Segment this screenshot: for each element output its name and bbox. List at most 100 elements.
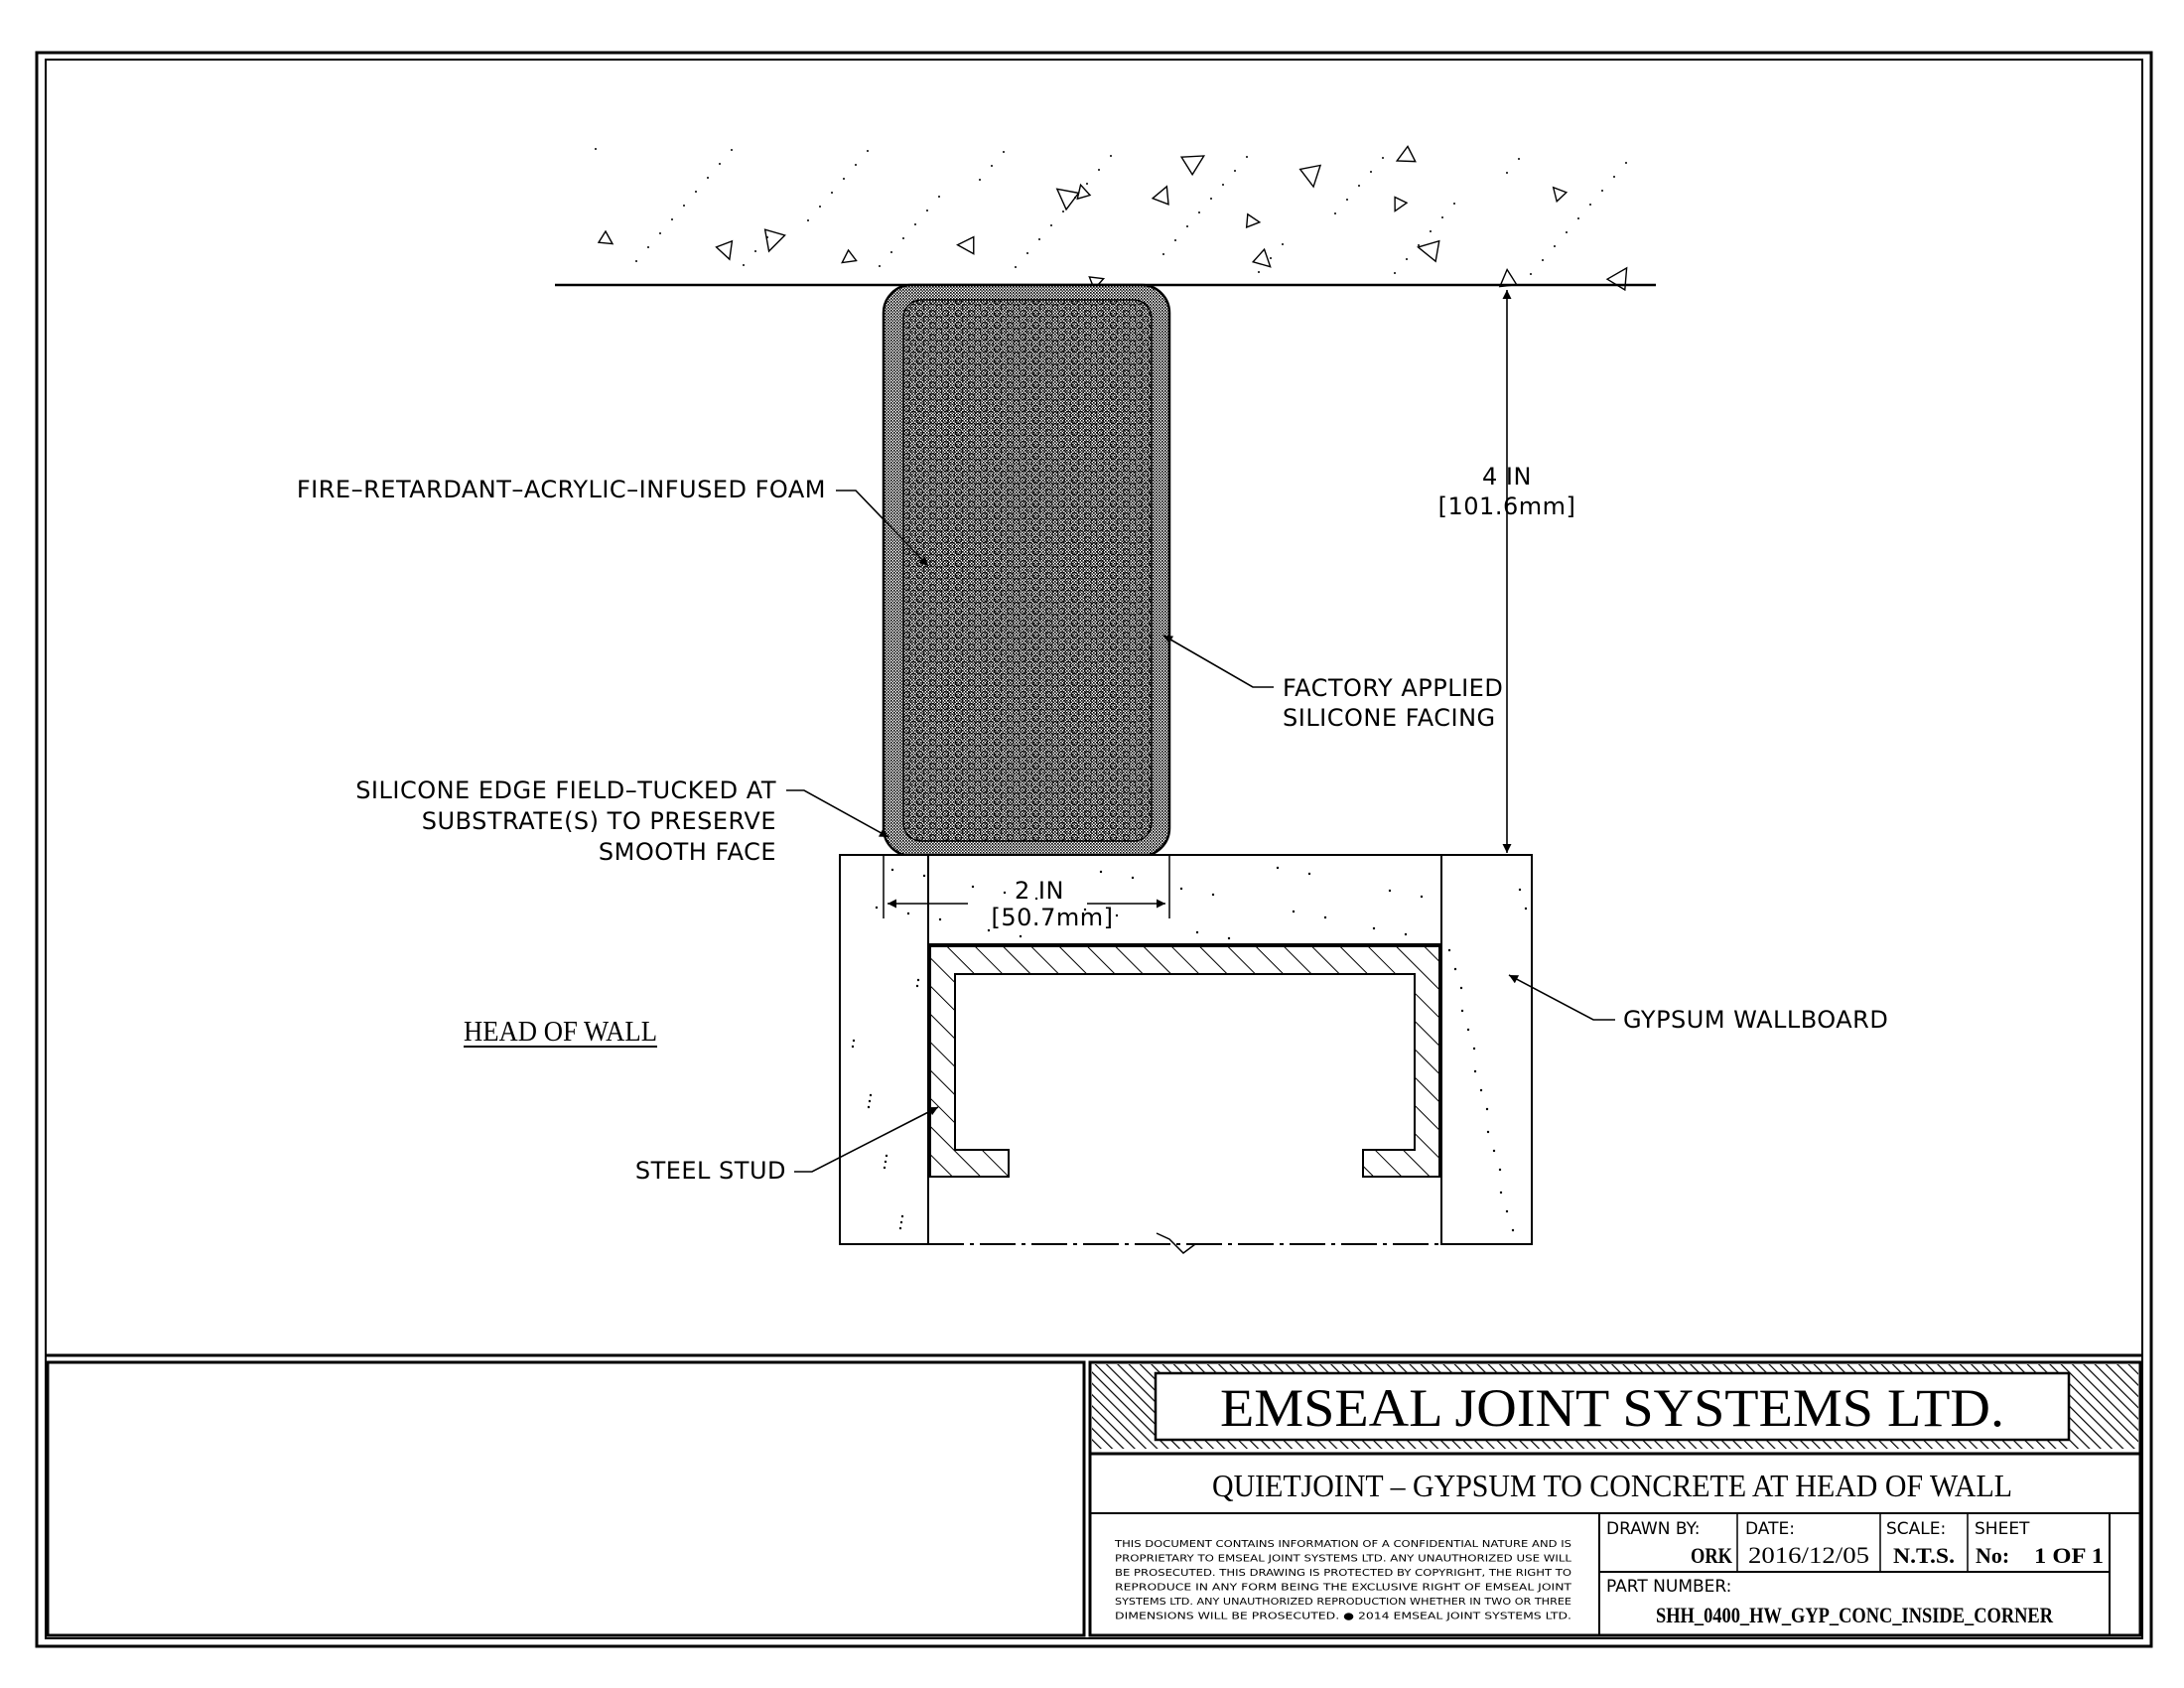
aggregate-speck — [1406, 258, 1408, 260]
gypsum-speck — [1083, 908, 1087, 912]
aggregate-stone — [715, 239, 734, 261]
inner-border — [45, 59, 2143, 1639]
gypsum-speck — [1518, 888, 1522, 892]
break-line — [1156, 1232, 1196, 1254]
aggregate-speck — [867, 150, 869, 152]
gypsum-speck — [1460, 1009, 1464, 1013]
gypsum-speck — [868, 1099, 872, 1103]
aggregate-speck — [1234, 170, 1236, 172]
gypsum-speck — [922, 874, 926, 878]
aggregate-stone — [1395, 145, 1417, 163]
gypsum-speck — [1099, 870, 1103, 874]
aggregate-stone — [1251, 247, 1272, 268]
aggregate-speck — [719, 163, 721, 165]
steel-stud — [929, 945, 1440, 1178]
gypsum-speck — [1473, 1069, 1477, 1073]
aggregate-speck — [1453, 203, 1455, 205]
aggregate-stone — [1394, 196, 1409, 212]
gypsum-speck — [1131, 876, 1135, 880]
aggregate-speck — [1210, 198, 1212, 200]
title-block: EMSEAL JOINT SYSTEMS LTD. QUIETJOINT – G… — [1088, 1360, 2142, 1637]
aggregate-stone — [1151, 185, 1169, 206]
dim-width-mm: [50.7mm] — [992, 904, 1114, 931]
aggregate-speck — [1186, 225, 1188, 227]
dim-height-mm: [101.6mm] — [1438, 492, 1576, 520]
disclaimer-line: BE PROSECUTED. THIS DRAWING IS PROTECTED… — [1115, 1568, 1572, 1579]
label-foam: FIRE–RETARDANT–ACRYLIC–INFUSED FOAM — [297, 476, 826, 503]
gypsum-speck — [900, 1214, 904, 1218]
gypsum-speck — [899, 1220, 903, 1224]
label-edge-2: SUBSTRATE(S) TO PRESERVE — [422, 807, 776, 835]
aggregate-speck — [659, 232, 661, 234]
aggregate-speck — [1062, 211, 1064, 212]
aggregate-speck — [1370, 171, 1372, 173]
gypsum-speck — [1276, 866, 1280, 870]
gypsum-speck — [971, 885, 975, 889]
callout-edge: SILICONE EDGE FIELD–TUCKED AT SUBSTRATE(… — [355, 776, 889, 866]
aggregate-speck — [1518, 158, 1520, 160]
gypsum-speck — [1019, 934, 1023, 938]
aggregate-speck — [902, 237, 904, 239]
aggregate-speck — [1003, 151, 1005, 153]
aggregate-speck — [683, 205, 685, 207]
gypsum-speck — [987, 928, 991, 932]
aggregate-stone — [1179, 155, 1206, 177]
gypsum-top — [839, 854, 1442, 945]
aggregate-speck — [1430, 230, 1432, 232]
label-gypsum: GYPSUM WALLBOARD — [1623, 1006, 1888, 1034]
dim-height-in: 4 IN — [1482, 463, 1532, 491]
gypsum-speck — [1195, 930, 1199, 934]
wall-assembly — [839, 854, 1533, 1254]
aggregate-speck — [1346, 199, 1348, 201]
gypsum-speck — [1115, 914, 1119, 917]
concrete-aggregate — [595, 145, 1628, 292]
gypsum-speck — [906, 912, 910, 915]
aggregate-speck — [1222, 184, 1224, 186]
aggregate-stone — [1605, 266, 1628, 292]
gypsum-speck — [1486, 1130, 1490, 1134]
outer-border — [35, 51, 2153, 1648]
gypsum-speck — [890, 868, 894, 872]
disclaimer-line: SYSTEMS LTD. ANY UNAUTHORIZED REPRODUCTI… — [1115, 1597, 1571, 1608]
aggregate-speck — [635, 260, 637, 262]
gypsum-speck — [915, 984, 919, 988]
aggregate-speck — [1282, 243, 1284, 245]
sheet-value: 1 OF 1 — [2034, 1543, 2104, 1568]
gypsum-speck — [852, 1039, 856, 1043]
aggregate-speck — [1554, 245, 1556, 247]
gypsum-right — [1440, 854, 1533, 1245]
aggregate-speck — [807, 219, 809, 221]
gypsum-speck — [1388, 889, 1392, 893]
aggregate-stone — [1417, 239, 1440, 263]
gypsum-speck — [1492, 1149, 1496, 1153]
drawn-by-value: ORK — [1691, 1543, 1732, 1568]
aggregate-speck — [831, 192, 833, 194]
disclaimer-line: THIS DOCUMENT CONTAINS INFORMATION OF A … — [1114, 1539, 1571, 1550]
aggregate-speck — [1038, 238, 1040, 240]
gypsum-speck — [1179, 887, 1183, 891]
aggregate-speck — [1566, 231, 1568, 233]
gypsum-stipple — [851, 866, 1528, 1232]
drawn-by-label: DRAWN BY: — [1606, 1519, 1700, 1539]
aggregate-speck — [979, 179, 981, 181]
label-facing-2: SILICONE FACING — [1283, 704, 1496, 732]
gypsum-speck — [1323, 915, 1327, 919]
aggregate-speck — [926, 210, 928, 211]
date-value: 2016/12/05 — [1748, 1543, 1869, 1568]
notes-box — [46, 1360, 1086, 1637]
aggregate-speck — [879, 265, 881, 267]
aggregate-speck — [1026, 252, 1028, 254]
aggregate-speck — [1613, 176, 1615, 178]
gypsum-speck — [867, 1105, 871, 1109]
aggregate-speck — [743, 264, 745, 266]
aggregate-stone — [597, 229, 614, 245]
aggregate-speck — [1418, 244, 1420, 246]
aggregate-speck — [1098, 169, 1100, 171]
aggregate-speck — [1074, 197, 1076, 199]
gypsum-speck — [1479, 1088, 1483, 1092]
aggregate-speck — [1174, 239, 1176, 241]
foam-joint — [882, 283, 1171, 858]
aggregate-stone — [841, 248, 858, 264]
gypsum-speck — [1466, 1028, 1470, 1032]
